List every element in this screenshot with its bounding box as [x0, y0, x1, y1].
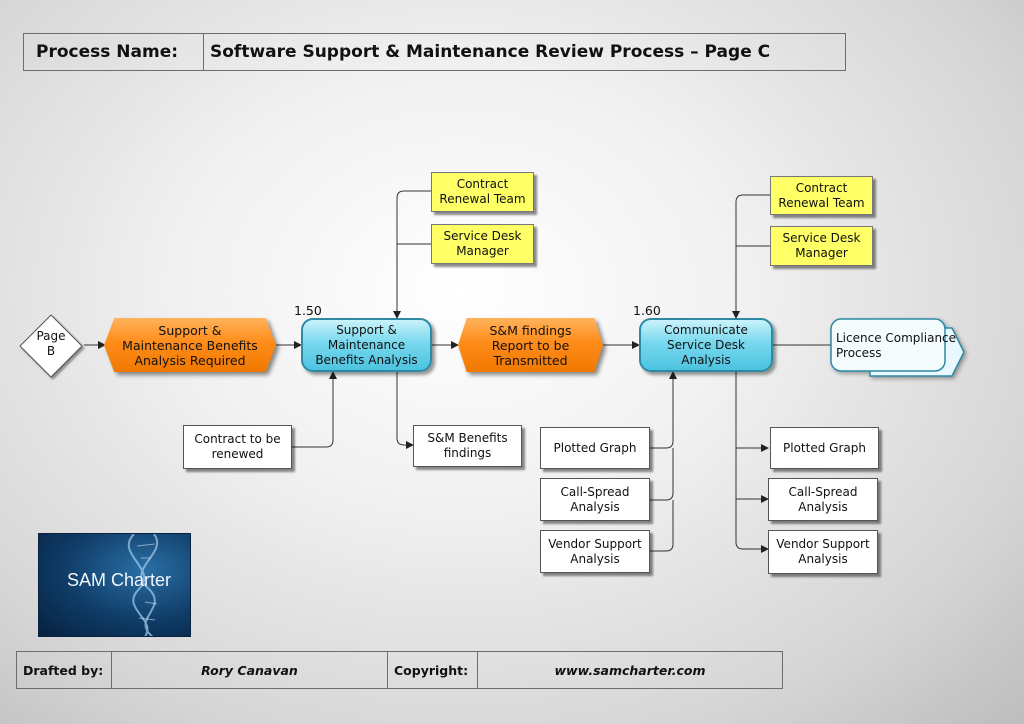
- doc-label: Vendor Support Analysis: [548, 536, 642, 566]
- doc-label: Contract to be renewed: [194, 432, 281, 461]
- dna-helix-icon: [127, 534, 159, 636]
- role-label: Contract Renewal Team: [778, 180, 865, 210]
- doc-output-vendor-support-analysis[interactable]: Vendor Support Analysis: [768, 530, 878, 574]
- role-contract-renewal-team-left[interactable]: Contract Renewal Team: [431, 172, 534, 212]
- role-label: Service Desk Manager: [782, 231, 861, 260]
- sam-charter-logo: SAM Charter: [38, 533, 191, 637]
- next-process-label: Licence Compliance Process: [836, 331, 957, 360]
- role-service-desk-manager-left[interactable]: Service Desk Manager: [431, 224, 534, 264]
- doc-input-vendor-support-analysis[interactable]: Vendor Support Analysis: [540, 530, 650, 573]
- event-analysis-required[interactable]: Support & Maintenance Benefits Analysis …: [104, 318, 276, 372]
- doc-label: Call-Spread Analysis: [560, 484, 630, 514]
- copyright-value[interactable]: www.samcharter.com: [554, 662, 706, 678]
- diamond-shape: [19, 314, 83, 378]
- step-1-50-process[interactable]: Support & Maintenance Benefits Analysis: [301, 318, 432, 372]
- doc-output-call-spread-analysis[interactable]: Call-Spread Analysis: [768, 478, 878, 521]
- event-findings-transmitted-label: S&M findings Report to be Transmitted: [458, 318, 603, 372]
- drafted-by-label: Drafted by:: [17, 652, 112, 688]
- step-1-60-label: Communicate Service Desk Analysis: [664, 322, 748, 367]
- role-service-desk-manager-right[interactable]: Service Desk Manager: [770, 226, 873, 266]
- doc-input-plotted-graph[interactable]: Plotted Graph: [540, 427, 650, 469]
- doc-output-plotted-graph[interactable]: Plotted Graph: [770, 427, 879, 469]
- logo-text: SAM Charter: [67, 570, 172, 590]
- doc-contract-to-be-renewed[interactable]: Contract to be renewed: [183, 425, 292, 469]
- doc-label: Plotted Graph: [783, 440, 866, 455]
- role-label: Contract Renewal Team: [439, 177, 526, 206]
- doc-label: Plotted Graph: [553, 440, 637, 455]
- stacked-process-shape: [830, 318, 965, 377]
- role-label: Service Desk Manager: [443, 229, 522, 258]
- drafted-by-value: Rory Canavan: [112, 652, 388, 688]
- process-name-value: Software Support & Maintenance Review Pr…: [210, 42, 771, 62]
- step-1-50-number: 1.50: [294, 303, 322, 318]
- doc-label: S&M Benefits findings: [427, 431, 508, 460]
- doc-sm-benefits-findings[interactable]: S&M Benefits findings: [413, 425, 522, 467]
- step-1-50-label: Support & Maintenance Benefits Analysis: [315, 322, 418, 367]
- step-1-60-process[interactable]: Communicate Service Desk Analysis: [639, 318, 773, 372]
- doc-input-call-spread-analysis[interactable]: Call-Spread Analysis: [540, 478, 650, 521]
- role-contract-renewal-team-right[interactable]: Contract Renewal Team: [770, 176, 873, 215]
- footer-bar: Drafted by: Rory Canavan Copyright: www.…: [16, 651, 783, 689]
- doc-label: Call-Spread Analysis: [788, 484, 858, 514]
- page-b-connector[interactable]: Page B: [18, 313, 84, 379]
- process-name-bar: Process Name: Software Support & Mainten…: [23, 33, 846, 71]
- copyright-label: Copyright:: [388, 652, 478, 688]
- step-1-60-number: 1.60: [633, 303, 661, 318]
- page-b-label: Page B: [36, 329, 66, 358]
- doc-label: Vendor Support Analysis: [776, 537, 870, 566]
- event-findings-transmitted[interactable]: S&M findings Report to be Transmitted: [458, 318, 603, 372]
- process-name-label: Process Name:: [24, 34, 204, 70]
- event-analysis-required-label: Support & Maintenance Benefits Analysis …: [104, 318, 276, 372]
- next-process-licence-compliance[interactable]: Licence Compliance Process: [830, 318, 966, 386]
